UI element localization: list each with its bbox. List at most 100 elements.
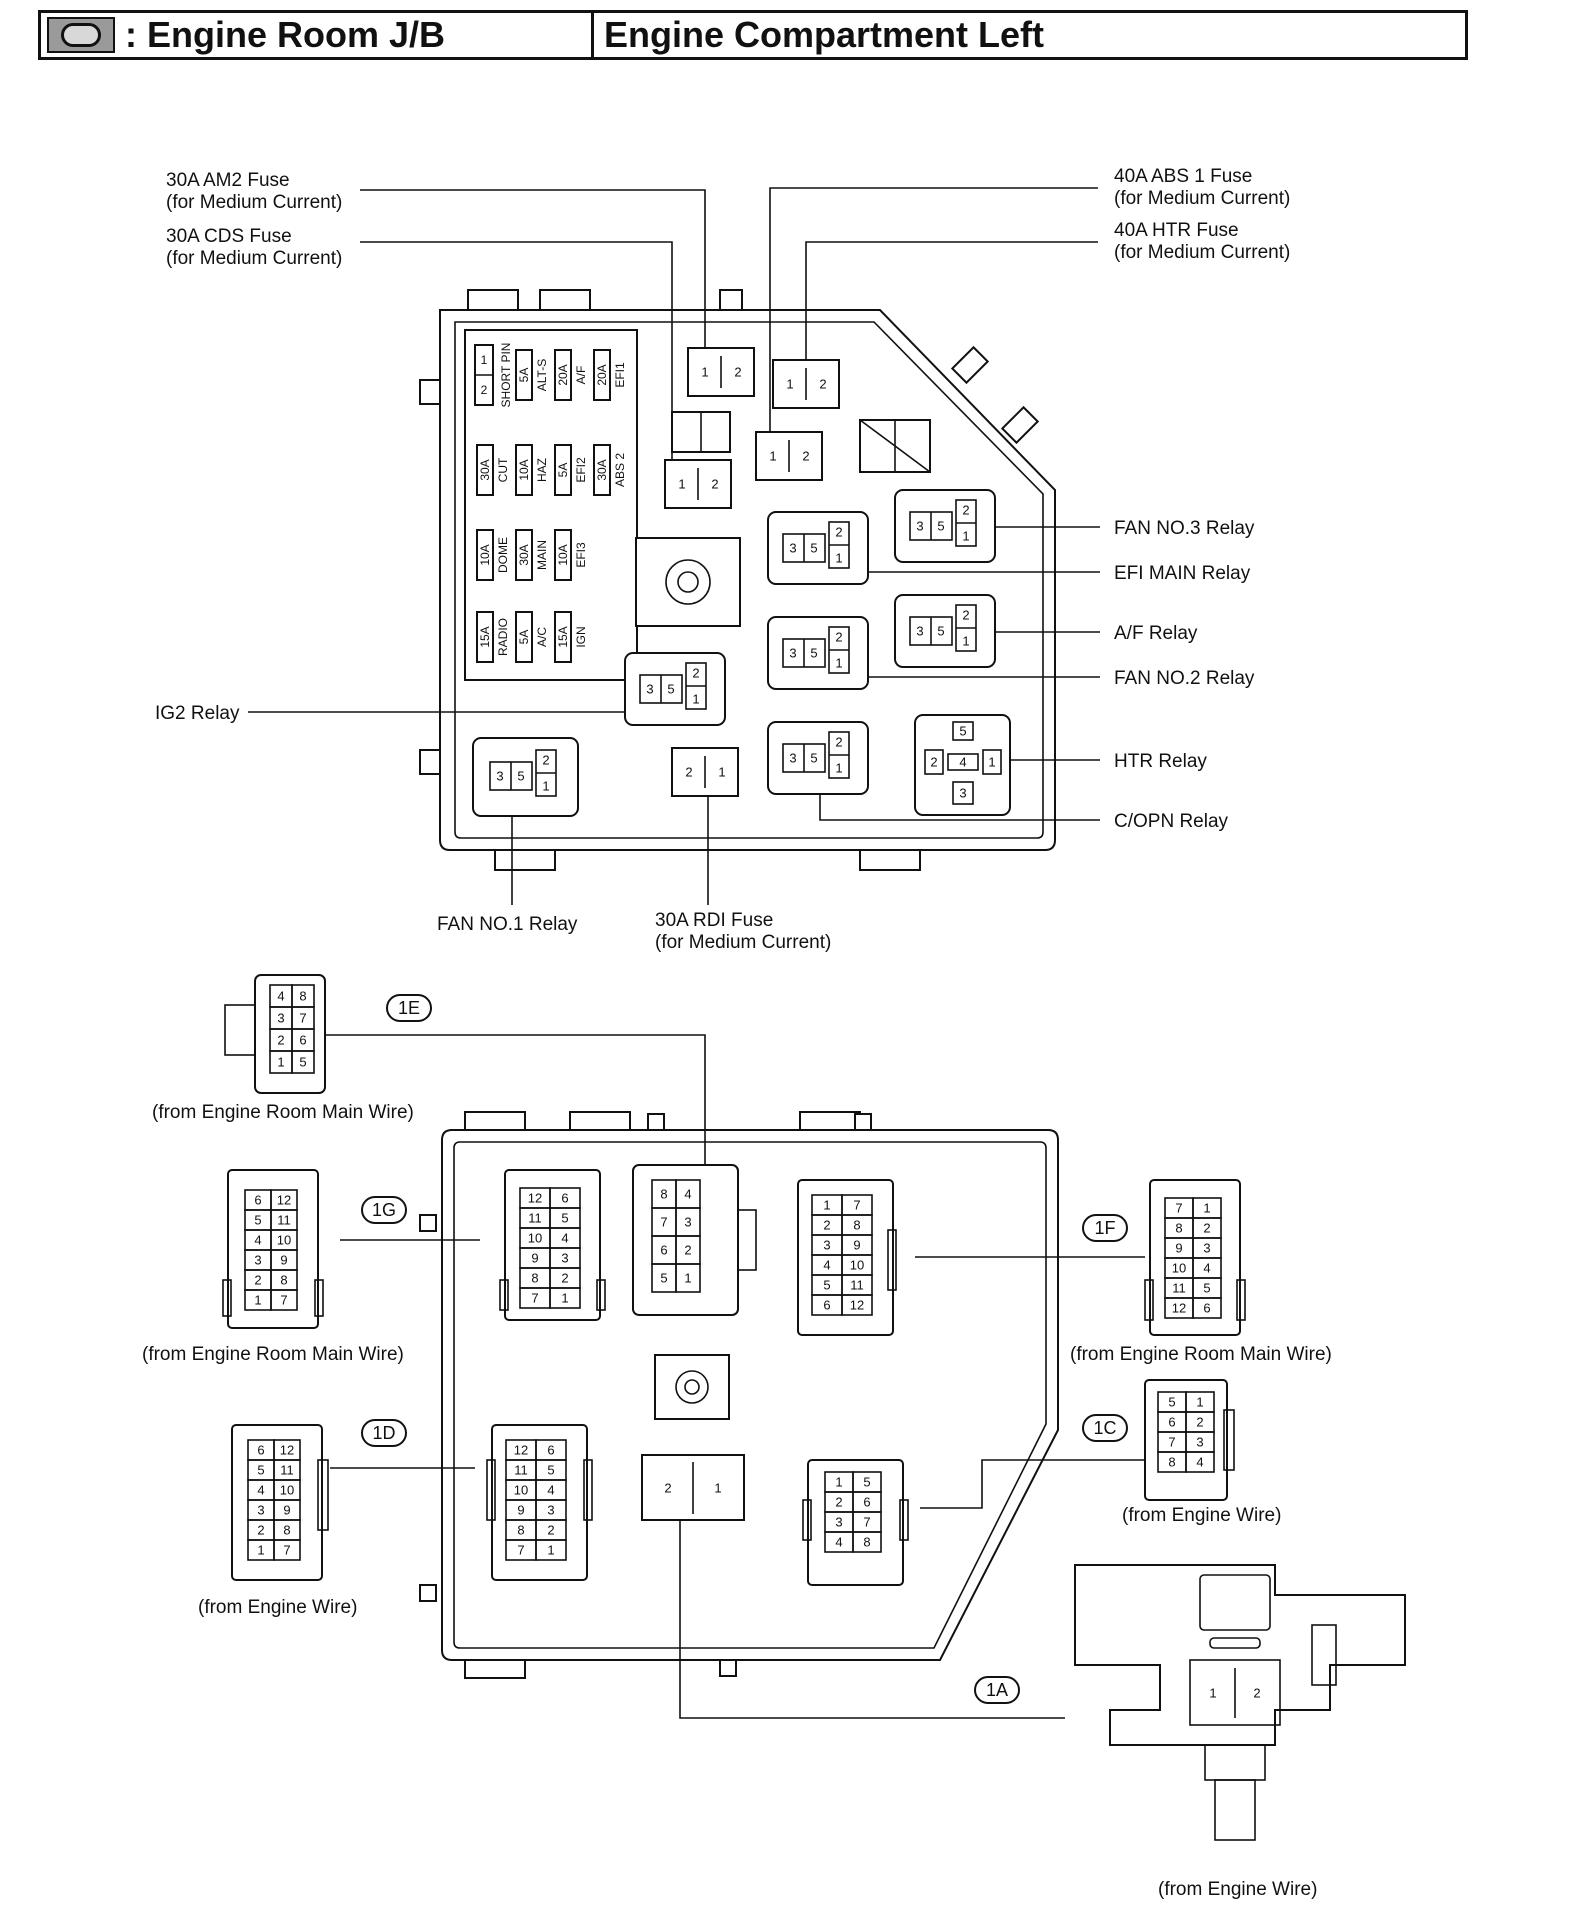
pin-number: 1 — [823, 1198, 830, 1213]
pin-number: 12 — [280, 1443, 294, 1458]
pin-number: 1 — [561, 1291, 568, 1306]
jb-bottom-tab — [419, 1214, 437, 1232]
pin-number: 7 — [531, 1291, 538, 1306]
header-title-right: Engine Compartment Left — [604, 14, 1045, 55]
pin-number: 5 — [1168, 1395, 1175, 1410]
connector-1g — [222, 1169, 324, 1329]
svg-text:1D: 1D — [372, 1423, 395, 1443]
pin-number: 8 — [1175, 1221, 1182, 1236]
svg-text:1: 1 — [962, 529, 969, 544]
fuse-30a-cut — [476, 444, 494, 496]
fuse-40a-htr: 1 2 — [772, 359, 840, 409]
pin-number: 9 — [853, 1238, 860, 1253]
svg-text:2: 2 — [819, 377, 826, 392]
jb-top-tab — [494, 849, 556, 871]
pin-number: 10 — [1172, 1261, 1186, 1276]
pin-number: 6 — [547, 1443, 554, 1458]
pin-number: 10 — [528, 1231, 542, 1246]
label-htr-fuse-sub: (for Medium Current) — [1114, 242, 1290, 263]
short-pin-1: 1 — [481, 353, 488, 367]
svg-text:1: 1 — [701, 365, 708, 380]
svg-text:1A: 1A — [986, 1680, 1008, 1700]
pin-number: 3 — [823, 1238, 830, 1253]
pin-number: 10 — [280, 1483, 294, 1498]
label-from-engine-1c: (from Engine Wire) — [1122, 1505, 1281, 1526]
pin-number: 5 — [561, 1211, 568, 1226]
label-from-engine-1a: (from Engine Wire) — [1158, 1879, 1317, 1900]
svg-text:4: 4 — [959, 755, 966, 770]
pin-number: 7 — [660, 1215, 667, 1230]
pin-number: 6 — [257, 1443, 264, 1458]
jb-socket-1a: 2 1 — [641, 1454, 745, 1521]
label-efi-main-relay: EFI MAIN Relay — [1114, 563, 1251, 584]
fuse-rating: 20A — [595, 364, 609, 385]
pin-number: 8 — [1168, 1455, 1175, 1470]
label-fan3-relay: FAN NO.3 Relay — [1114, 518, 1255, 539]
pin-cell — [291, 1050, 315, 1074]
pin-number: 5 — [1203, 1281, 1210, 1296]
pin-number: 3 — [1203, 1241, 1210, 1256]
pin-number: 1 — [547, 1543, 554, 1558]
label-cds-fuse-sub: (for Medium Current) — [166, 248, 342, 269]
spare-fuse-slot — [859, 419, 931, 473]
jb-top-tab — [1000, 405, 1040, 445]
svg-text:3: 3 — [789, 541, 796, 556]
fuse-5a-alt-s — [515, 349, 533, 401]
label-am2-fuse: 30A AM2 Fuse — [166, 170, 290, 191]
pin-number: 8 — [863, 1535, 870, 1550]
svg-text:3: 3 — [959, 786, 966, 801]
pin-number: 2 — [561, 1271, 568, 1286]
svg-text:5: 5 — [937, 624, 944, 639]
svg-text:1C: 1C — [1093, 1418, 1116, 1438]
fuse-30a-am2: 1 2 — [687, 347, 755, 397]
fuse-rating: 30A — [517, 544, 531, 565]
fuse-name: A/C — [535, 627, 549, 647]
header-bar: : Engine Room J/B Engine Compartment Lef… — [38, 10, 1468, 60]
svg-text:5: 5 — [517, 769, 524, 784]
fuse-rating: 10A — [517, 459, 531, 480]
svg-text:3: 3 — [916, 519, 923, 534]
pin-cell — [1185, 1451, 1215, 1473]
svg-text:1: 1 — [786, 377, 793, 392]
jb-bottom-housing-inner — [453, 1141, 1047, 1649]
pin-number: 6 — [1203, 1301, 1210, 1316]
connector-id-1e: 1E — [386, 994, 432, 1022]
svg-text:1G: 1G — [372, 1200, 396, 1220]
pin-cell — [273, 1539, 301, 1561]
svg-text:1F: 1F — [1094, 1218, 1115, 1238]
pin-number: 12 — [1172, 1301, 1186, 1316]
svg-text:3: 3 — [916, 624, 923, 639]
fuse-15a-radio — [476, 611, 494, 663]
fuse-10a-efi3 — [554, 529, 572, 581]
fuse-name: EFI2 — [574, 457, 588, 483]
pin-cell — [270, 1289, 298, 1311]
jb-bottom-tab — [569, 1111, 631, 1131]
pin-number: 4 — [277, 989, 284, 1004]
leader-lines-top — [248, 187, 1100, 905]
pin-number: 3 — [257, 1503, 264, 1518]
pin-number: 4 — [547, 1483, 554, 1498]
fuse-rating: 30A — [595, 459, 609, 480]
svg-text:2: 2 — [1253, 1686, 1260, 1701]
pin-number: 11 — [850, 1278, 864, 1293]
connector-id-1c: 1C — [1082, 1414, 1128, 1442]
fuse-30a-rdi: 2 1 — [671, 747, 739, 797]
pin-number: 9 — [517, 1503, 524, 1518]
pin-number: 7 — [1175, 1201, 1182, 1216]
fuse-30a-abs2 — [593, 444, 611, 496]
jb-bottom-tab — [719, 1659, 737, 1677]
pin-number: 3 — [1196, 1435, 1203, 1450]
pin-number: 12 — [850, 1298, 864, 1313]
pin-number: 9 — [531, 1251, 538, 1266]
jb-bottom-tab — [419, 1584, 437, 1602]
pin-number: 8 — [299, 989, 306, 1004]
fuse-10a-dome — [476, 529, 494, 581]
jb-socket-1e — [632, 1164, 757, 1316]
jb-top-tab — [539, 289, 591, 311]
